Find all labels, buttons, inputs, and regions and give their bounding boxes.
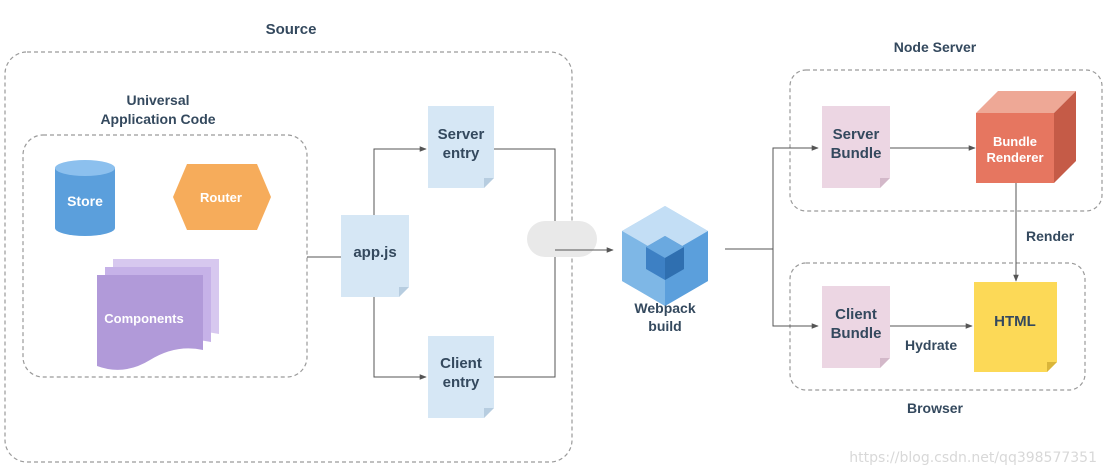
store-node: Store (55, 160, 115, 236)
bundle-edges (725, 145, 819, 329)
svg-text:Store: Store (67, 193, 103, 209)
svg-text:app.js: app.js (353, 244, 396, 261)
webpack-icon (622, 206, 708, 306)
client-entry-node: Client entry (428, 336, 494, 418)
svg-text:Client: Client (440, 355, 482, 372)
app-js-node: app.js (341, 215, 409, 297)
source-edges (307, 146, 556, 380)
node-server-group (789, 69, 1103, 212)
client-bundle-node: Client Bundle (822, 286, 890, 368)
svg-text:Server: Server (438, 126, 485, 143)
render-edge-label: Render (1026, 228, 1075, 244)
source-label: Source (266, 21, 317, 38)
svg-text:Bundle: Bundle (831, 325, 882, 342)
bundle-renderer-node: Bundle Renderer (976, 91, 1076, 183)
hydrate-edge-label: Hydrate (905, 337, 957, 353)
universal-code-label-2: Application Code (100, 111, 215, 127)
html-node: HTML (974, 282, 1057, 372)
browser-label: Browser (907, 400, 964, 416)
webpack-label-1: Webpack (634, 300, 695, 316)
svg-text:Client: Client (835, 306, 877, 323)
watermark: https://blog.csdn.net/qq398577351 (849, 450, 1097, 466)
svg-text:Components: Components (104, 311, 183, 326)
svg-text:HTML: HTML (994, 313, 1036, 330)
join-pill (527, 221, 597, 257)
webpack-label-2: build (648, 318, 681, 334)
svg-text:Router: Router (200, 190, 242, 205)
source-group (4, 51, 573, 463)
svg-text:entry: entry (443, 374, 480, 391)
components-node: Components (97, 259, 219, 370)
svg-text:Bundle: Bundle (993, 134, 1037, 149)
router-node: Router (173, 164, 271, 230)
node-server-label: Node Server (894, 39, 977, 55)
svg-text:Renderer: Renderer (986, 150, 1043, 165)
svg-text:Bundle: Bundle (831, 145, 882, 162)
svg-text:Server: Server (833, 126, 880, 143)
universal-code-group (22, 134, 308, 378)
output-edges (890, 145, 1019, 329)
server-bundle-node: Server Bundle (822, 106, 890, 188)
svg-text:entry: entry (443, 145, 480, 162)
server-entry-node: Server entry (428, 106, 494, 188)
universal-code-label-1: Universal (126, 92, 189, 108)
